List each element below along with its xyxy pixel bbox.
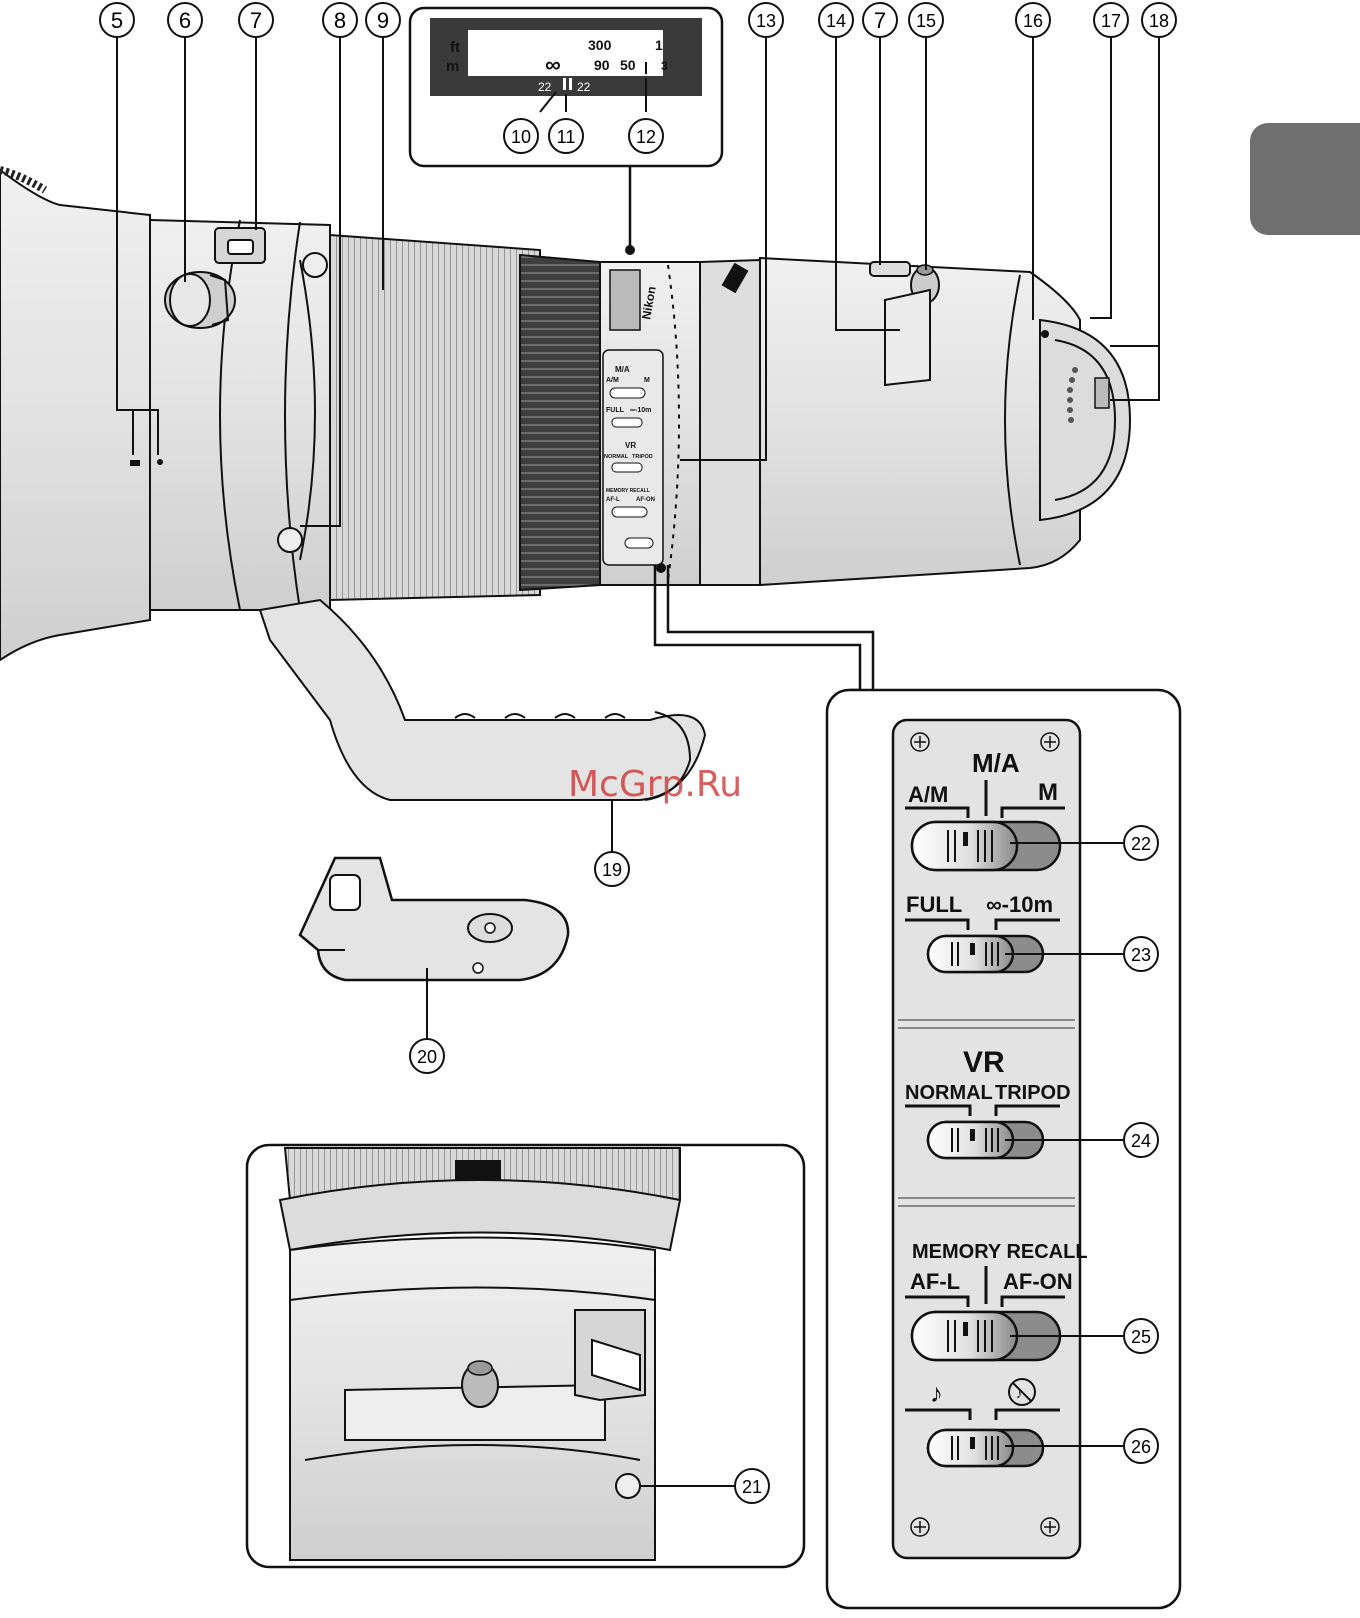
svg-text:FULL: FULL (606, 407, 625, 414)
callout-11: 11 (549, 119, 583, 153)
focus-mode-label-m: M (1038, 779, 1058, 806)
focus-ring-rubber (520, 255, 600, 590)
callout-19: 19 (595, 852, 629, 886)
callout-6: 6 (168, 3, 202, 37)
hood-lock-screw (165, 272, 235, 328)
svg-text:19: 19 (602, 860, 622, 880)
m-value-50: 50 (620, 57, 636, 73)
switch-panel-mini: M/A A/M M FULL ∞-10m VR NORMAL TRIPOD ME… (603, 350, 663, 565)
bottom-view-inset: VR (247, 1145, 804, 1567)
dof-right-22: 22 (577, 80, 591, 94)
sound-on-icon: ♪ (930, 1378, 943, 1408)
focus-mode-label-am: A/M (908, 782, 948, 807)
svg-text:26: 26 (1131, 1437, 1151, 1457)
callout-18: 18 (1142, 3, 1176, 37)
svg-text:AF-ON: AF-ON (636, 497, 655, 503)
svg-text:24: 24 (1131, 1131, 1151, 1151)
callout-5: 5 (100, 3, 134, 37)
svg-text:♪: ♪ (1016, 1386, 1023, 1401)
m-value-90: 90 (594, 57, 610, 73)
svg-text:15: 15 (916, 11, 936, 31)
foot-mount-screw (462, 1361, 498, 1407)
dof-left-22: 22 (538, 80, 552, 94)
callout-9: 9 (366, 3, 400, 37)
m-label: m (446, 58, 459, 75)
callout-17: 17 (1094, 3, 1128, 37)
svg-text:7: 7 (874, 8, 886, 33)
focus-preset-button (278, 528, 302, 552)
svg-text:6: 6 (179, 8, 191, 33)
watermark: McGrp.Ru (568, 764, 742, 805)
svg-text:23: 23 (1131, 945, 1151, 965)
svg-text:18: 18 (1149, 11, 1169, 31)
vr-title: VR (963, 1046, 1005, 1079)
m-value-3: 3 (661, 59, 668, 73)
callout-12: 12 (629, 119, 663, 153)
svg-text:14: 14 (826, 11, 846, 31)
callout-20: 20 (410, 1039, 444, 1073)
callout-26: 26 (1124, 1429, 1158, 1463)
svg-text:9: 9 (377, 8, 389, 33)
focus-mode-label-ma: M/A (972, 748, 1020, 778)
svg-text:10: 10 (511, 127, 531, 147)
focus-preset-button-rear (616, 1474, 640, 1498)
callout-16: 16 (1016, 3, 1050, 37)
limiter-label-range: ∞-10m (986, 892, 1053, 917)
svg-text:VR: VR (625, 441, 636, 450)
callout-24: 24 (1124, 1123, 1158, 1157)
svg-text:13: 13 (756, 11, 776, 31)
svg-text:21: 21 (742, 1477, 762, 1497)
callout-7a: 7 (239, 3, 273, 37)
memory-recall-title: MEMORY RECALL (912, 1241, 1088, 1263)
callout-21: 21 (735, 1469, 769, 1503)
svg-text:5: 5 (111, 8, 123, 33)
callout-7b: 7 (863, 3, 897, 37)
callout-8: 8 (323, 3, 357, 37)
svg-text:NORMAL: NORMAL (604, 454, 629, 460)
callout-10: 10 (504, 119, 538, 153)
svg-text:M/A: M/A (615, 365, 630, 374)
callout-13: 13 (749, 3, 783, 37)
memory-label-afon: AF-ON (1003, 1269, 1073, 1294)
ft-value-1: 1 (655, 37, 663, 53)
replacement-tripod-foot (300, 858, 568, 980)
distance-scale-window (610, 270, 640, 330)
svg-text:TRIPOD: TRIPOD (632, 454, 653, 460)
svg-text:8: 8 (334, 8, 346, 33)
vr-badge-inset: VR (463, 1163, 484, 1180)
svg-text:22: 22 (1131, 834, 1151, 854)
callout-22: 22 (1124, 826, 1158, 860)
infinity-mark: ∞ (545, 52, 561, 77)
svg-text:16: 16 (1023, 11, 1043, 31)
focus-ring (330, 235, 540, 600)
svg-text:A/M: A/M (606, 377, 619, 384)
callout-14: 14 (819, 3, 853, 37)
drop-in-filter-holder (885, 290, 930, 385)
svg-text:17: 17 (1101, 11, 1121, 31)
lens-mount (1040, 320, 1130, 520)
vr-label-normal: NORMAL (905, 1082, 993, 1104)
callout-15: 15 (909, 3, 943, 37)
svg-text:M: M (644, 377, 650, 384)
svg-text:12: 12 (636, 127, 656, 147)
strap-eyelet-rear (870, 262, 910, 276)
vr-label-tripod: TRIPOD (995, 1082, 1071, 1104)
callout-25: 25 (1124, 1319, 1158, 1353)
memory-label-afl: AF-L (910, 1269, 960, 1294)
callout-23: 23 (1124, 937, 1158, 971)
limiter-label-full: FULL (906, 892, 962, 917)
svg-text:20: 20 (417, 1047, 437, 1067)
svg-text:∞-10m: ∞-10m (630, 407, 651, 414)
ft-label: ft (450, 39, 460, 56)
svg-text:25: 25 (1131, 1327, 1151, 1347)
svg-text:7: 7 (250, 8, 262, 33)
strap-eyelet-front (215, 228, 265, 263)
svg-text:AF-L: AF-L (606, 497, 620, 503)
svg-text:MEMORY RECALL: MEMORY RECALL (606, 488, 650, 494)
mount-index-mark (130, 460, 140, 466)
ft-value-300: 300 (588, 37, 612, 53)
svg-text:11: 11 (557, 127, 576, 147)
